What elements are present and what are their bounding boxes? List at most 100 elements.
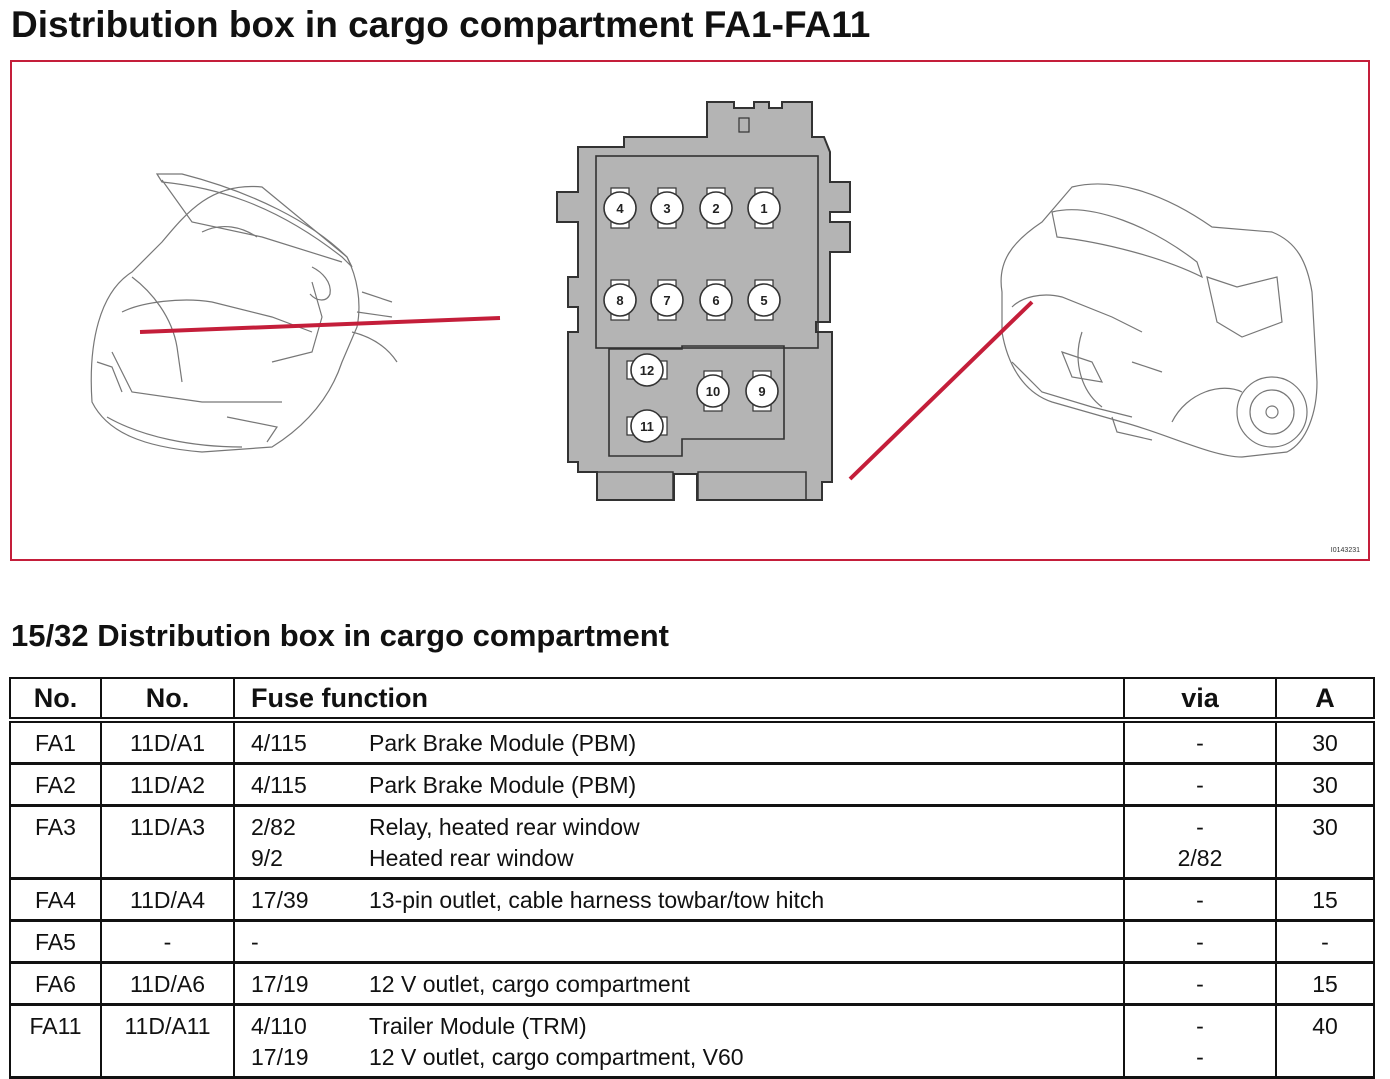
car-wagon-illustration xyxy=(1000,183,1318,458)
via-value: - xyxy=(1196,929,1204,955)
function-desc: Trailer Module (TRM) xyxy=(369,1013,587,1039)
table-row: FA3 11D/A3 2/82 Relay, heated rear window… xyxy=(9,805,1375,880)
section-title: 15/32 Distribution box in cargo compartm… xyxy=(11,618,670,653)
cell-fuse-function: 4/115 Park Brake Module (PBM) xyxy=(233,720,1125,765)
function-code: 2/82 xyxy=(251,814,296,840)
function-desc: 12 V outlet, cargo compartment, V60 xyxy=(369,1044,744,1070)
cell-amp: - xyxy=(1275,920,1375,964)
fuse-socket-6: 6 xyxy=(699,279,733,321)
via-value: - xyxy=(1196,1044,1204,1070)
function-line: 4/115 Park Brake Module (PBM) xyxy=(251,728,1123,759)
function-desc: 12 V outlet, cargo compartment xyxy=(369,971,690,997)
cell-via: - 2/82 xyxy=(1123,805,1277,880)
cell-fuse-no: FA2 xyxy=(9,763,102,807)
function-code: 17/39 xyxy=(251,887,309,913)
via-value: - xyxy=(1196,1013,1204,1039)
col-header-via: via xyxy=(1123,677,1277,723)
col-header-ref-no: No. xyxy=(100,677,235,723)
cell-fuse-no: FA4 xyxy=(9,878,102,922)
figure-id: I0143231 xyxy=(1330,547,1360,554)
cell-amp: 15 xyxy=(1275,878,1375,922)
via-value: 2/82 xyxy=(1177,845,1223,871)
function-code: 4/115 xyxy=(251,772,307,798)
cell-fuse-no: FA3 xyxy=(9,805,102,880)
function-desc: Heated rear window xyxy=(369,845,574,871)
fuse-box-figure: 4 3 2 1 8 xyxy=(10,60,1370,561)
via-value: - xyxy=(1196,772,1204,798)
col-header-amp: A xyxy=(1275,677,1375,723)
cell-amp: 30 xyxy=(1275,763,1375,807)
fuse-number-9: 9 xyxy=(758,384,765,399)
cell-via: -- xyxy=(1123,1004,1277,1079)
function-line: 4/115 Park Brake Module (PBM) xyxy=(251,770,1123,801)
cell-amp: 15 xyxy=(1275,962,1375,1006)
table-row: FA5 - - - - xyxy=(9,920,1375,964)
function-code: 9/2 xyxy=(251,845,283,871)
via-value: - xyxy=(1196,814,1204,840)
fuse-socket-9: 9 xyxy=(745,370,779,412)
cell-ref-no: 11D/A1 xyxy=(100,720,235,765)
fuse-table: No. No. Fuse function via A FA1 11D/A1 4… xyxy=(9,677,1375,1079)
cell-ref-no: 11D/A2 xyxy=(100,763,235,807)
col-header-fuse-function: Fuse function xyxy=(233,677,1125,723)
col-header-no: No. xyxy=(9,677,102,723)
page-title: Distribution box in cargo compartment FA… xyxy=(11,4,871,45)
cell-via: - xyxy=(1123,763,1277,807)
via-value: - xyxy=(1196,730,1204,756)
function-desc: Park Brake Module (PBM) xyxy=(369,730,637,756)
cell-amp: 40 xyxy=(1275,1004,1375,1079)
function-code: 4/115 xyxy=(251,730,307,756)
fuse-number-8: 8 xyxy=(616,293,623,308)
fuse-number-5: 5 xyxy=(760,293,767,308)
fuse-socket-12: 12 xyxy=(626,353,668,387)
cell-fuse-no: FA5 xyxy=(9,920,102,964)
cell-via: - xyxy=(1123,962,1277,1006)
cell-fuse-function: 2/82 Relay, heated rear window 9/2 Heated … xyxy=(233,805,1125,880)
function-line: - xyxy=(251,927,1123,958)
cell-fuse-function: - xyxy=(233,920,1125,964)
via-value: - xyxy=(1196,887,1204,913)
cell-ref-no: - xyxy=(100,920,235,964)
fuse-number-3: 3 xyxy=(663,201,670,216)
fuse-sockets: 4 3 2 1 8 xyxy=(603,187,781,443)
fuse-socket-1: 1 xyxy=(747,187,781,229)
fuse-socket-7: 7 xyxy=(650,279,684,321)
cell-fuse-no: FA1 xyxy=(9,720,102,765)
function-desc: Relay, heated rear window xyxy=(369,814,640,840)
cell-fuse-no: FA6 xyxy=(9,962,102,1006)
function-desc: Park Brake Module (PBM) xyxy=(369,772,637,798)
cell-amp: 30 xyxy=(1275,805,1375,880)
fuse-number-10: 10 xyxy=(706,384,720,399)
fuse-number-4: 4 xyxy=(616,201,624,216)
fuse-number-12: 12 xyxy=(640,363,654,378)
cell-ref-no: 11D/A3 xyxy=(100,805,235,880)
fuse-number-11: 11 xyxy=(640,419,654,434)
fuse-socket-10: 10 xyxy=(696,370,730,412)
car-rear-open-trunk-illustration xyxy=(90,173,398,453)
fuse-number-6: 6 xyxy=(712,293,719,308)
callout-line-right xyxy=(848,300,1034,481)
via-value: - xyxy=(1196,971,1204,997)
fuse-socket-8: 8 xyxy=(603,279,637,321)
cell-fuse-function: 4/115 Park Brake Module (PBM) xyxy=(233,763,1125,807)
cell-ref-no: 11D/A11 xyxy=(100,1004,235,1079)
function-line: 9/2 Heated rear window xyxy=(251,843,1123,874)
figure-illustration: 4 3 2 1 8 xyxy=(90,101,1318,501)
callout-line-left xyxy=(139,316,501,334)
cell-amp: 30 xyxy=(1275,720,1375,765)
cell-via: - xyxy=(1123,720,1277,765)
cell-via: - xyxy=(1123,920,1277,964)
table-header-row: No. No. Fuse function via A xyxy=(9,677,1375,723)
